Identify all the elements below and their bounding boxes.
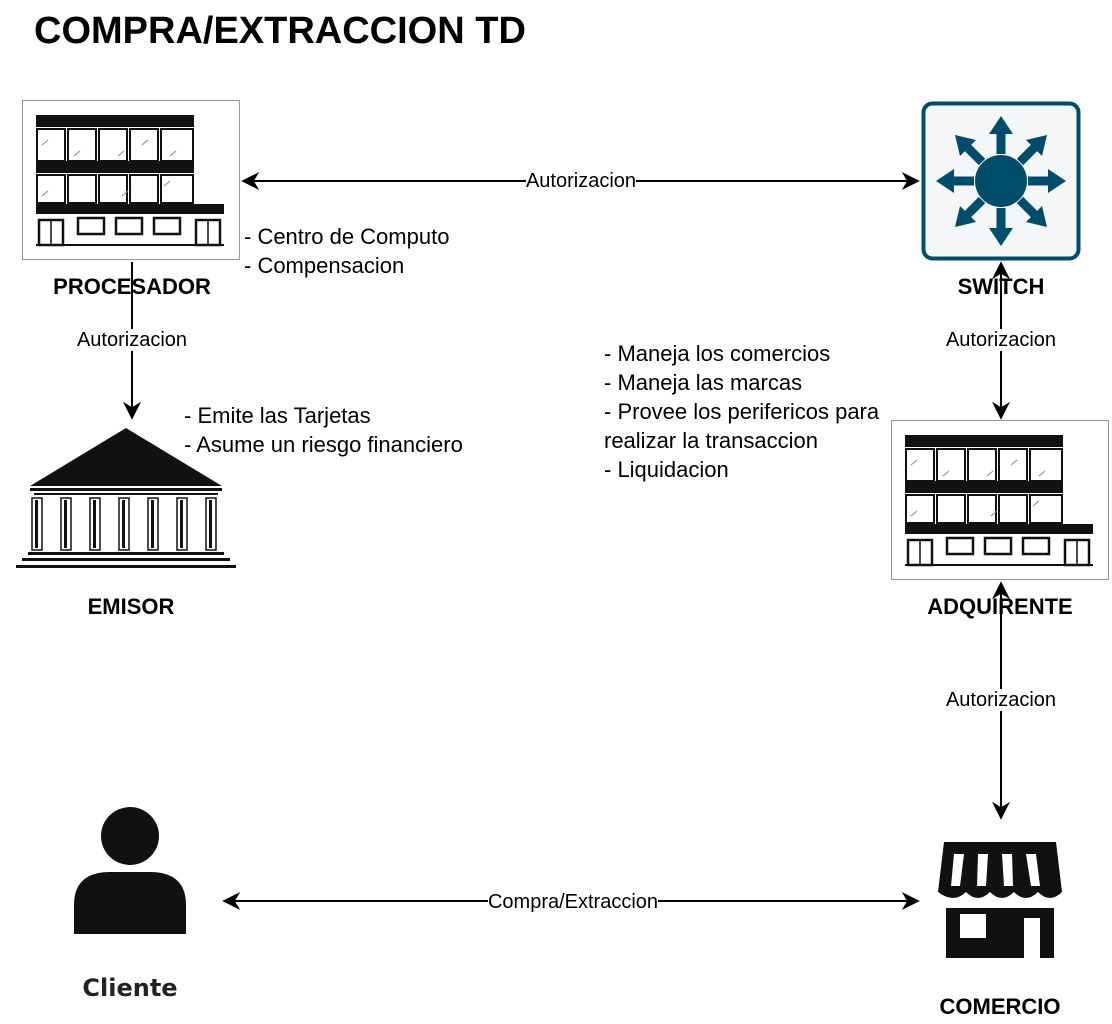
node-label-cliente: Cliente (82, 974, 178, 1002)
edge-label-switch-adquirente: Autorizacion (945, 329, 1057, 351)
node-label-adquirente: ADQUIRENTE (927, 594, 1073, 619)
node-label-procesador: PROCESADOR (53, 274, 211, 299)
adquirente-building-icon[interactable] (891, 420, 1109, 580)
edge-label-procesador-emisor: Autorizacion (76, 329, 188, 351)
note-line: - Liquidacion (604, 457, 729, 482)
note-line: - Asume un riesgo financiero (184, 432, 463, 457)
edge-label-cliente-comercio: Compra/Extraccion (487, 891, 659, 913)
network-switch-icon[interactable] (921, 101, 1081, 261)
note-line: - Centro de Computo (244, 224, 450, 249)
bank-icon[interactable] (16, 428, 236, 568)
node-label-switch: SWITCH (957, 274, 1045, 299)
note-line: - Compensacion (244, 253, 405, 278)
note-procesador: - Centro de Computo - Compensacion (244, 222, 449, 280)
note-line: - Emite las Tarjetas (184, 403, 371, 428)
node-label-emisor: EMISOR (87, 594, 175, 619)
edge-label-adquirente-comercio: Autorizacion (945, 689, 1057, 711)
note-emisor: - Emite las Tarjetas - Asume un riesgo f… (184, 401, 463, 459)
procesador-building-icon[interactable] (22, 100, 240, 260)
note-line: - Maneja las marcas (604, 370, 803, 395)
node-label-comercio: COMERCIO (939, 994, 1061, 1019)
store-icon[interactable] (938, 842, 1062, 958)
note-line: - Maneja los comercios (604, 341, 831, 366)
note-line: realizar la transaccion (604, 428, 818, 453)
diagram-title: COMPRA/EXTRACCION TD (34, 10, 526, 52)
edge-label-procesador-switch: Autorizacion (525, 170, 637, 192)
person-icon[interactable] (74, 807, 186, 934)
note-adquirente: - Maneja los comercios - Maneja las marc… (604, 339, 879, 484)
note-line: - Provee los perifericos para (604, 399, 880, 424)
